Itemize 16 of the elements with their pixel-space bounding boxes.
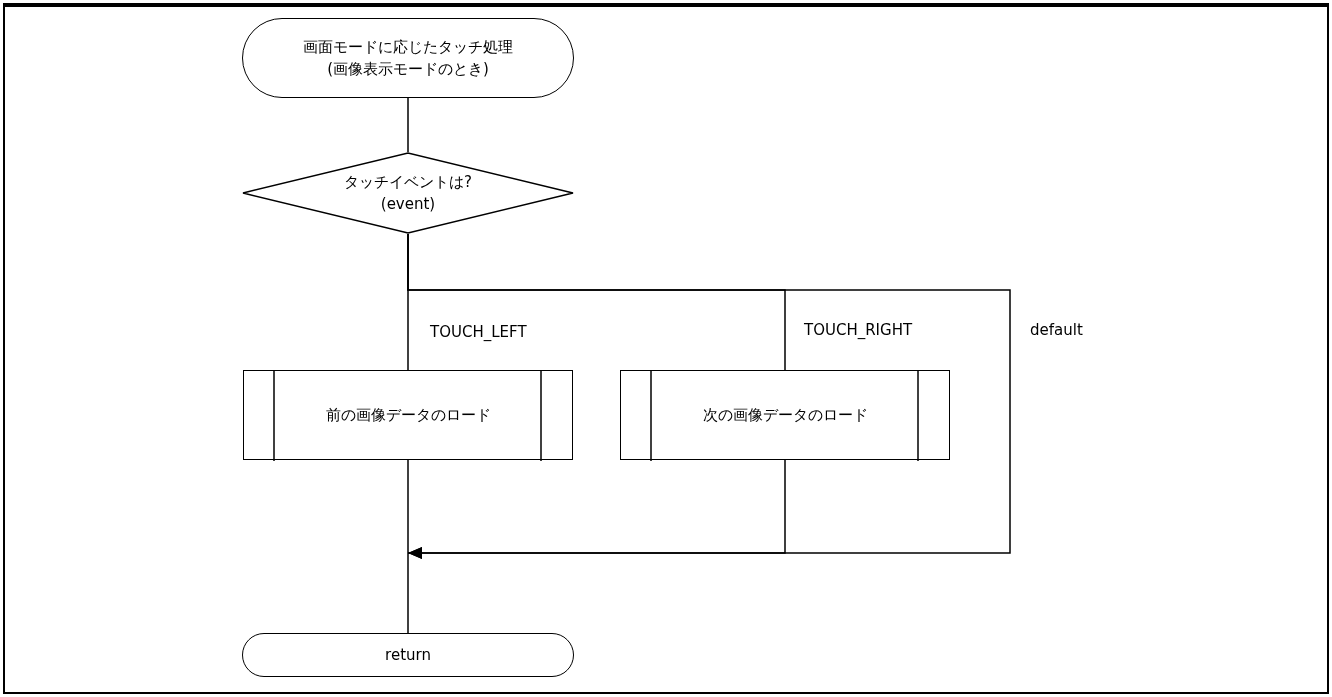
edge-label: TOUCH_RIGHT [802,320,915,340]
connector [407,459,786,559]
node-text: タッチイベントは? [344,172,472,193]
node-text: (event) [380,194,436,215]
connector [407,459,409,634]
terminator-shape [242,633,574,677]
node-text: 画面モードに応じたタッチ処理 [303,37,513,58]
node-text: return [385,645,431,666]
connector [407,97,409,153]
subroutine-box [620,370,950,460]
subroutine-box [243,370,573,460]
edge-label: TOUCH_LEFT [428,322,529,342]
decision-diamond [242,152,574,234]
node-text: 前の画像データのロード [325,405,491,426]
node-text: (画像表示モードのとき) [327,59,489,80]
node-text: 次の画像データのロード [702,405,868,426]
